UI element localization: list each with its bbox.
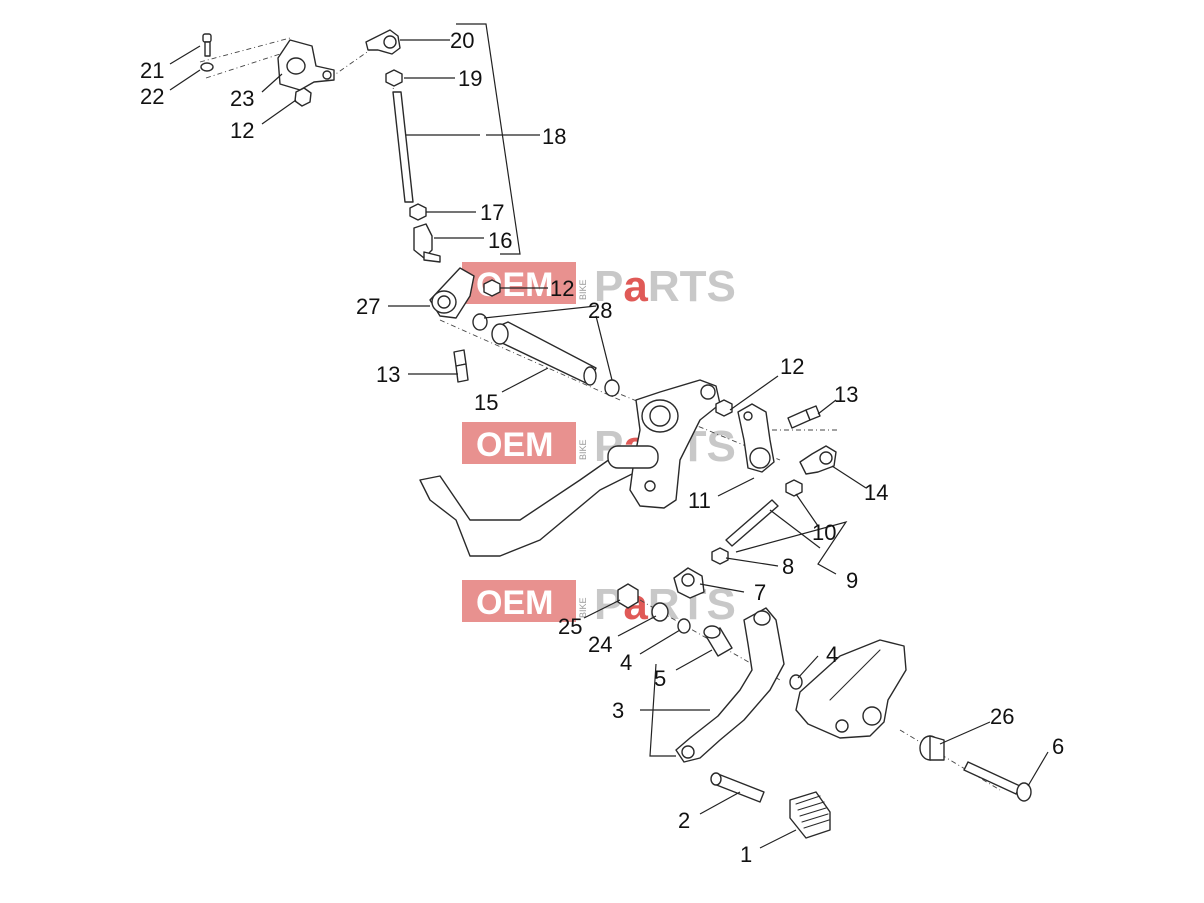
callout-15: 15 (474, 390, 498, 415)
part-1-rubber-peg (789, 791, 831, 839)
callout-22: 22 (140, 84, 164, 109)
callout-12: 12 (550, 276, 574, 301)
callout-24: 24 (588, 632, 612, 657)
callout-8: 8 (782, 554, 794, 579)
part-10-nut (785, 479, 803, 497)
callout-labels: 21 22 23 12 20 19 18 17 16 12 27 28 13 1… (140, 28, 1064, 867)
footrest-plate (795, 639, 907, 739)
part-12-nut-upper (483, 279, 501, 297)
callout-11: 11 (688, 488, 711, 513)
part-12-nut-mid (715, 399, 733, 417)
callout-14: 14 (864, 480, 888, 505)
callout-23: 23 (230, 86, 254, 111)
part-4-washer-left (677, 618, 691, 634)
part-18-rod (392, 91, 414, 203)
callout-16: 16 (488, 228, 512, 253)
callout-26: 26 (990, 704, 1014, 729)
part-13-bolt-right (787, 405, 821, 429)
watermark-bike-text: BIKE (578, 439, 588, 460)
part-20-ball-joint (365, 29, 401, 55)
watermark-bike-text: BIKE (578, 279, 588, 300)
watermark-oem-box (462, 422, 576, 464)
callout-3: 3 (612, 698, 624, 723)
callout-13: 13 (376, 362, 400, 387)
watermark-bike-text: BIKE (578, 597, 588, 618)
callout-19: 19 (458, 66, 482, 91)
part-13-bolt-left (453, 349, 469, 383)
callout-13: 13 (834, 382, 858, 407)
callout-4: 4 (620, 650, 632, 675)
part-25-nut (617, 583, 639, 609)
part-5-bushing (703, 625, 733, 657)
callout-20: 20 (450, 28, 474, 53)
part-15-shift-shaft (491, 321, 597, 386)
part-21-screw (202, 33, 212, 57)
callout-28: 28 (588, 298, 612, 323)
watermark-oem-text: OEM (476, 426, 553, 464)
watermark-parts-text: PaRTS (594, 262, 736, 311)
part-28-circlip-right (604, 379, 620, 397)
part-2-pivot-pin (710, 772, 765, 803)
part-24-washer (651, 602, 669, 622)
callout-5: 5 (654, 666, 666, 691)
callout-1: 1 (740, 842, 752, 867)
part-3-gearshift-pedal (675, 607, 785, 763)
callout-4: 4 (826, 642, 838, 667)
part-17-nut (409, 203, 427, 221)
callout-12: 12 (230, 118, 254, 143)
callout-2: 2 (678, 808, 690, 833)
callout-9: 9 (846, 568, 858, 593)
part-9-linkage-rod (725, 499, 779, 547)
part-14-ball-joint (799, 445, 837, 475)
part-23-lever-clamp (277, 39, 335, 91)
part-7-ball-joint (673, 567, 705, 599)
part-12-nut-top (294, 87, 312, 107)
part-22-washer (200, 62, 214, 72)
callout-25: 25 (558, 614, 582, 639)
part-28-circlip-left (472, 313, 488, 331)
part-26-bushing (919, 735, 945, 761)
part-19-nut (385, 69, 403, 87)
callout-27: 27 (356, 294, 380, 319)
watermark-oem-box (462, 262, 576, 304)
callout-7: 7 (754, 580, 766, 605)
part-8-nut (711, 547, 729, 565)
watermark-oem-text: OEM (476, 584, 553, 622)
callout-17: 17 (480, 200, 504, 225)
leader-lines (169, 23, 1049, 849)
frame-footrest-bracket (419, 379, 721, 557)
part-16-ball-joint (413, 223, 441, 263)
callout-10: 10 (812, 520, 836, 545)
callout-12: 12 (780, 354, 804, 379)
part-27-shift-lever (429, 267, 475, 319)
callout-21: 21 (140, 58, 164, 83)
part-11-shift-arm (737, 403, 775, 473)
part-4-washer-right (789, 674, 803, 690)
callout-6: 6 (1052, 734, 1064, 759)
part-6-pin (963, 761, 1032, 802)
watermark-oem-box (462, 580, 576, 622)
callout-18: 18 (542, 124, 566, 149)
watermark-top: OEM BIKE PaRTS (462, 262, 736, 311)
